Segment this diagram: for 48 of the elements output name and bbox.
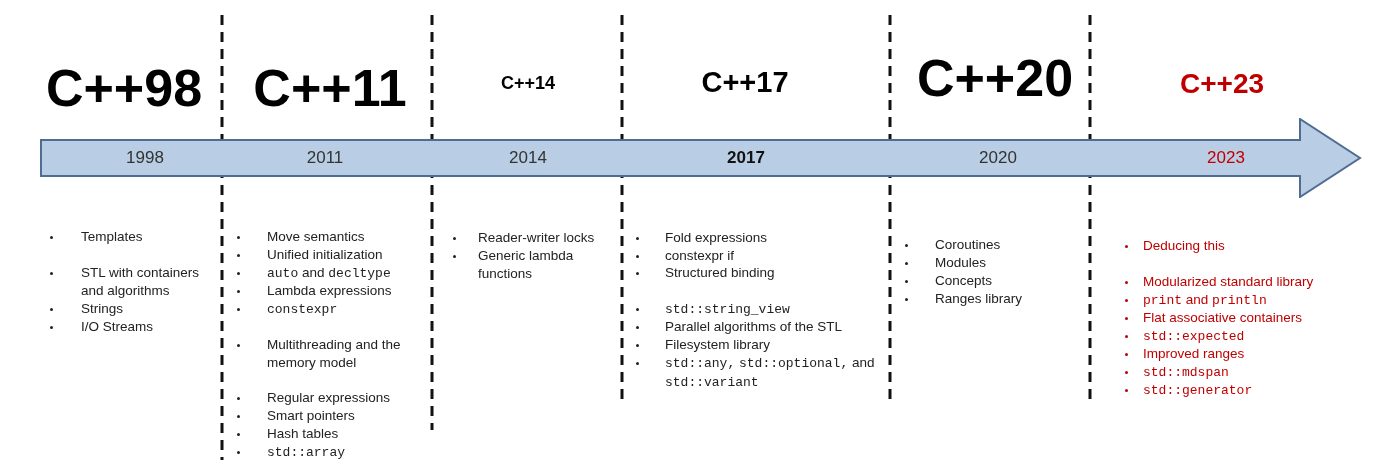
feature-item: Flat associative containers	[1143, 309, 1304, 327]
year-label: 2023	[1207, 148, 1245, 168]
feature-item: constexpr if	[665, 247, 736, 265]
feature-item: Parallel algorithms of the STL	[665, 318, 844, 336]
feature-item: STL with containers and algorithms	[81, 264, 201, 300]
feature-item: Coroutines	[935, 236, 1002, 254]
feature-item: std::array	[267, 444, 346, 462]
feature-item: Generic lambda functions	[478, 247, 575, 283]
feature-item: Ranges library	[935, 290, 1024, 308]
year-label: 2020	[979, 148, 1017, 168]
feature-item: Deducing this	[1143, 237, 1226, 255]
feature-item: Reader-writer locks	[478, 229, 596, 247]
feature-item: Structured binding	[665, 264, 776, 282]
feature-item: Filesystem library	[665, 336, 771, 354]
timeline-arrow	[40, 118, 1362, 198]
feature-item: Regular expressions	[267, 389, 392, 407]
feature-item: Improved ranges	[1143, 345, 1246, 363]
feature-item: std::expected	[1143, 328, 1246, 346]
year-label: 2017	[727, 148, 765, 168]
feature-item: Fold expressions	[665, 229, 769, 247]
feature-item: auto and decltype	[267, 264, 392, 283]
feature-item: std::generator	[1143, 382, 1254, 400]
feature-item: Unified initialization	[267, 246, 384, 264]
feature-item: std::any, std::optional, and std::variant	[665, 354, 876, 392]
year-label: 2011	[306, 148, 344, 168]
version-heading: C++17	[701, 67, 789, 97]
year-label: 1998	[126, 148, 164, 168]
feature-item: I/O Streams	[81, 318, 154, 336]
version-heading: C++98	[45, 62, 203, 114]
feature-item: Multithreading and the memory model	[267, 336, 402, 372]
feature-item: Templates	[81, 228, 144, 246]
feature-item: Strings	[81, 300, 125, 318]
feature-item: constexpr	[267, 301, 339, 319]
feature-item: Smart pointers	[267, 407, 356, 425]
feature-item: Modularized standard library	[1143, 273, 1315, 291]
version-heading: C++11	[253, 62, 407, 114]
year-label: 2014	[509, 148, 547, 168]
feature-item: std::string_view	[665, 301, 791, 319]
version-heading: C++14	[501, 74, 555, 92]
feature-item: Concepts	[935, 272, 994, 290]
feature-item: Hash tables	[267, 425, 340, 443]
version-heading: C++23	[1179, 70, 1265, 98]
feature-item: Lambda expressions	[267, 282, 393, 300]
feature-item: print and println	[1143, 291, 1268, 310]
version-heading: C++20	[916, 52, 1074, 104]
feature-item: std::mdspan	[1143, 364, 1230, 382]
feature-item: Move semantics	[267, 228, 366, 246]
feature-item: Modules	[935, 254, 988, 272]
